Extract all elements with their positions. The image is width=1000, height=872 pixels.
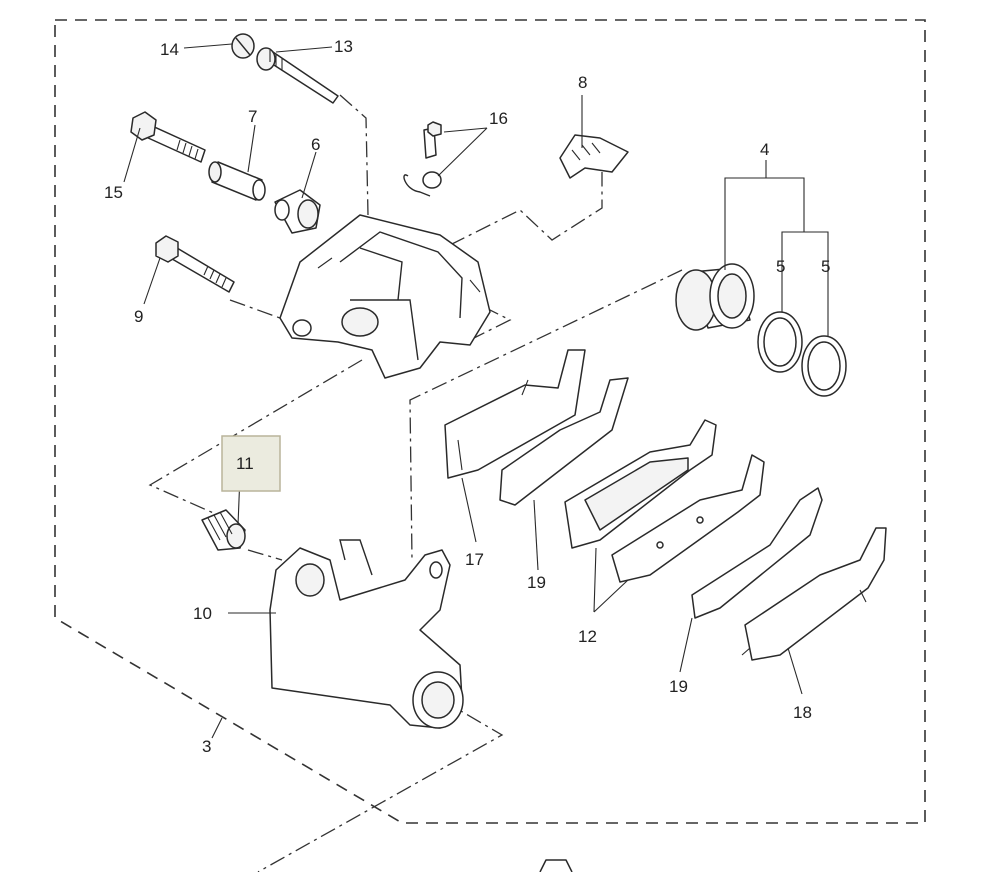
- boot-part-6: [274, 189, 321, 234]
- callout-13[interactable]: 13: [334, 37, 353, 56]
- cap-part-14: [231, 33, 255, 59]
- pad-shim-part-19-lower: [691, 487, 823, 619]
- callout-19-lower[interactable]: 19: [669, 677, 688, 696]
- callout-11[interactable]: 11: [236, 454, 254, 473]
- callout-3[interactable]: 3: [202, 737, 211, 756]
- callout-12[interactable]: 12: [578, 627, 597, 646]
- callout-7[interactable]: 7: [248, 107, 257, 126]
- callout-5a[interactable]: 5: [776, 257, 785, 276]
- callout-labels: 14 13 7 6 15 16 8 4 9 5 5 11 17 19 10 12…: [104, 37, 830, 756]
- callout-19-upper[interactable]: 19: [527, 573, 546, 592]
- highlight-box-11: [221, 435, 281, 492]
- callout-16[interactable]: 16: [489, 109, 508, 128]
- callout-15[interactable]: 15: [104, 183, 123, 202]
- callout-14[interactable]: 14: [160, 40, 179, 59]
- piston-part-4: [675, 263, 755, 331]
- pad-shim-part-18: [741, 527, 887, 661]
- pad-shim-part-17: [444, 349, 586, 479]
- callout-10[interactable]: 10: [193, 604, 212, 623]
- callout-18[interactable]: 18: [793, 703, 812, 722]
- brake-pad-part-12-front: [564, 419, 717, 549]
- seal-ring-part-5b: [801, 335, 847, 397]
- callout-8[interactable]: 8: [578, 73, 587, 92]
- bleed-screw-part-16: [403, 121, 442, 197]
- cropped-fragment: [539, 859, 573, 872]
- assembly-boundary: [54, 19, 926, 824]
- boot-part-11: [201, 509, 246, 551]
- caliper-bracket-part-10: [269, 539, 464, 729]
- callout-17[interactable]: 17: [465, 550, 484, 569]
- brake-pad-part-12-rear: [611, 454, 765, 583]
- seal-ring-part-5a: [757, 311, 803, 373]
- sleeve-part-7: [208, 161, 266, 201]
- callout-5b[interactable]: 5: [821, 257, 830, 276]
- bolt-part-15: [130, 111, 206, 163]
- pad-shim-part-19-upper: [499, 377, 629, 506]
- leader-lines: [123, 43, 829, 739]
- pin-part-13: [256, 47, 339, 104]
- callout-6[interactable]: 6: [311, 135, 320, 154]
- pad-spring-part-8: [559, 134, 629, 179]
- callout-4[interactable]: 4: [760, 140, 769, 159]
- bolt-part-9: [155, 235, 235, 293]
- alignment-lines: [148, 94, 683, 872]
- callout-9[interactable]: 9: [134, 307, 143, 326]
- caliper-body: [279, 214, 491, 379]
